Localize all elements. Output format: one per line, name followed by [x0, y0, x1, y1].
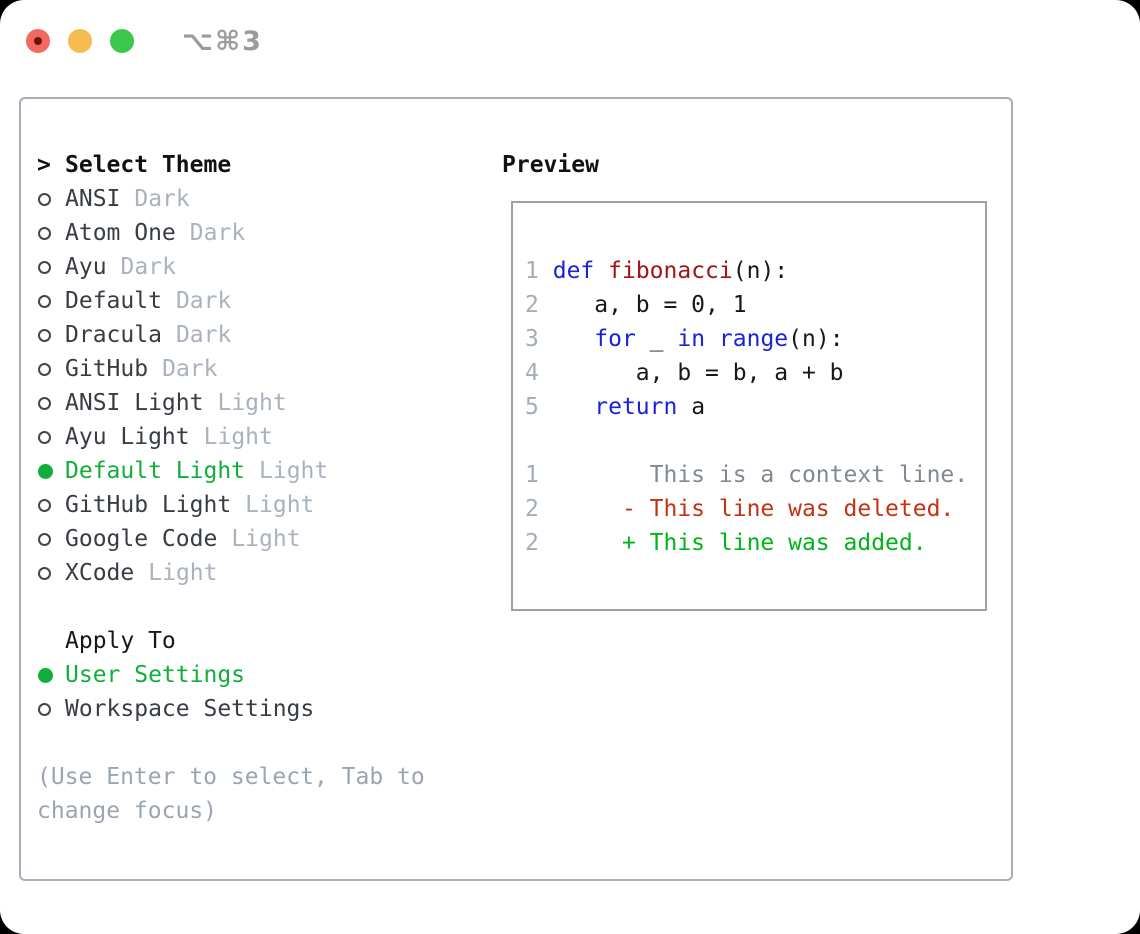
radio-icon: [37, 294, 65, 308]
radio-icon: [37, 498, 65, 512]
theme-option-xcode-light[interactable]: XCode Light: [37, 556, 487, 590]
titlebar: ⌥⌘3: [26, 25, 263, 57]
preview-line: 1 def fibonacci(n):: [525, 258, 789, 284]
option-label: Atom One: [65, 220, 176, 246]
option-variant-tag: Light: [245, 492, 315, 518]
theme-option-github-dark[interactable]: GitHub Dark: [37, 352, 487, 386]
apply-option-user-settings[interactable]: User Settings: [37, 658, 487, 692]
preview-line: 3 for _ in range(n):: [525, 326, 844, 352]
preview-line: 1 This is a context line.: [525, 462, 969, 488]
preview-code: 1 def fibonacci(n): 2 a, b = 0, 1 3 for _ …: [513, 203, 985, 560]
spacer: [37, 726, 487, 760]
preview-line: 4 a, b = b, a + b: [525, 360, 844, 386]
option-label: Google Code: [65, 526, 218, 552]
radio-icon: [37, 192, 65, 206]
apply-to-header: Apply To: [37, 624, 487, 658]
option-variant-tag: Light: [259, 458, 329, 484]
theme-option-default-dark[interactable]: Default Dark: [37, 284, 487, 318]
radio-icon: [37, 226, 65, 240]
option-label: Default Light: [65, 458, 246, 484]
option-label: Ayu Light: [65, 424, 190, 450]
radio-icon: [37, 328, 65, 342]
theme-option-ansi-dark[interactable]: ANSI Dark: [37, 182, 487, 216]
minimize-button[interactable]: [68, 29, 92, 53]
select-theme-header: > Select Theme: [37, 148, 487, 182]
radio-icon: [37, 430, 65, 444]
radio-icon: [37, 702, 65, 716]
theme-option-google-code-light[interactable]: Google Code Light: [37, 522, 487, 556]
preview-line: 2 a, b = 0, 1: [525, 292, 747, 318]
option-variant-tag: Dark: [175, 322, 232, 348]
radio-icon: [37, 566, 65, 580]
theme-option-default-light-light[interactable]: Default Light Light: [37, 454, 487, 488]
option-label: GitHub Light: [65, 492, 232, 518]
theme-option-ansi-light-light[interactable]: ANSI Light Light: [37, 386, 487, 420]
theme-option-github-light-light[interactable]: GitHub Light Light: [37, 488, 487, 522]
cursor-chevron-icon: >: [37, 152, 51, 178]
preview-line: 2 - This line was deleted.: [525, 496, 955, 522]
option-variant-tag: Light: [148, 560, 218, 586]
preview-line: 5 return a: [525, 394, 706, 420]
close-button[interactable]: [26, 29, 50, 53]
theme-option-ayu-light-light[interactable]: Ayu Light Light: [37, 420, 487, 454]
option-label: Default: [65, 288, 162, 314]
option-label: Dracula: [65, 322, 162, 348]
hint-line: (Use Enter to select, Tab to: [37, 764, 425, 790]
radio-icon: [37, 396, 65, 410]
option-variant-tag: Dark: [162, 356, 218, 382]
option-label: Workspace Settings: [65, 696, 315, 722]
apply-to-title: Apply To: [65, 628, 176, 654]
preview-line: [525, 424, 985, 458]
preview-pane: 1 def fibonacci(n): 2 a, b = 0, 1 3 for _ …: [511, 201, 987, 611]
option-variant-tag: Light: [217, 390, 287, 416]
window-shortcut-label: ⌥⌘3: [182, 25, 263, 57]
hint-line: change focus): [37, 798, 218, 824]
option-variant-tag: Light: [231, 526, 301, 552]
apply-option-workspace-settings[interactable]: Workspace Settings: [37, 692, 487, 726]
option-variant-tag: Dark: [175, 288, 232, 314]
radio-selected-icon: [37, 667, 65, 683]
radio-selected-icon: [37, 463, 65, 479]
preview-title: Preview: [502, 152, 599, 178]
theme-option-dracula-dark[interactable]: Dracula Dark: [37, 318, 487, 352]
option-label: ANSI: [65, 186, 121, 212]
option-label: ANSI Light: [65, 390, 204, 416]
option-variant-tag: Light: [203, 424, 273, 450]
preview-line: 2 + This line was added.: [525, 530, 927, 556]
option-label: Ayu: [65, 254, 107, 280]
radio-icon: [37, 532, 65, 546]
spacer: [37, 590, 487, 624]
record-dot-icon: [34, 37, 42, 45]
radio-icon: [37, 362, 65, 376]
option-variant-tag: Dark: [134, 186, 190, 212]
option-label: GitHub: [65, 356, 149, 382]
select-theme-title: Select Theme: [65, 152, 232, 178]
option-label: XCode: [65, 560, 135, 586]
radio-icon: [37, 260, 65, 274]
option-label: User Settings: [65, 662, 246, 688]
theme-option-atom-one-dark[interactable]: Atom One Dark: [37, 216, 487, 250]
zoom-button[interactable]: [110, 29, 134, 53]
option-variant-tag: Dark: [189, 220, 246, 246]
option-variant-tag: Dark: [120, 254, 176, 280]
theme-option-ayu-dark[interactable]: Ayu Dark: [37, 250, 487, 284]
